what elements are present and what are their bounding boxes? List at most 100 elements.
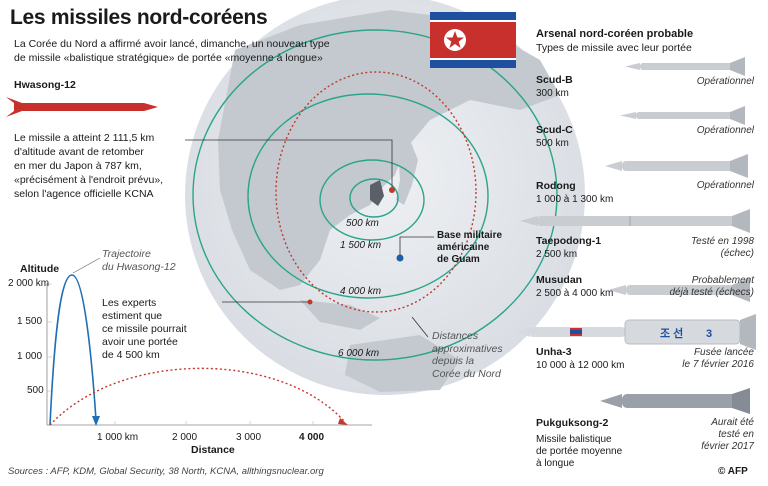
intro-line-1: La Corée du Nord a affirmé avoir lancé, … — [14, 38, 330, 50]
svg-text:조 선: 조 선 — [660, 326, 683, 340]
distances-note: Distances approximatives depuis la Corée… — [432, 330, 503, 380]
rodong-missile — [605, 154, 748, 178]
missile-status: Fusée lancée le 7 février 2016 — [640, 347, 754, 371]
distances-note-line: Distances — [432, 330, 479, 342]
missile-status: Opérationnel — [696, 125, 754, 136]
missile-status: Testé en 1998 (échec) — [640, 236, 754, 260]
indonesia-land — [300, 300, 380, 330]
hwasong-note: Le missile a atteint 2 111,5 km d'altitu… — [14, 131, 163, 201]
musudan-missile — [608, 278, 750, 302]
guam-label-line: de Guam — [437, 254, 480, 265]
taepodong-1-missile — [520, 209, 750, 233]
missile-name: Musudan — [536, 274, 583, 286]
desc-line: à longue — [536, 458, 575, 469]
range-point — [307, 299, 313, 305]
status-line: Testé en 1998 — [690, 236, 754, 247]
experts-note-line: de 4 500 km — [102, 349, 160, 361]
status-line: Probablement — [691, 275, 754, 286]
hwasong-leader — [185, 139, 393, 187]
ytick: 2 000 km — [8, 278, 50, 289]
trajectory-label-line: du Hwasong-12 — [102, 260, 176, 273]
desc-line: Missile balistique — [536, 434, 612, 445]
status-line: déjà testé (échecs) — [669, 287, 755, 298]
hwasong12-missile — [6, 97, 158, 117]
experts-note-line: estiment que — [102, 310, 163, 322]
xtick: 4 000 — [299, 432, 325, 443]
korea-land — [370, 180, 384, 206]
missile-range: 1 000 à 1 300 km — [536, 194, 614, 205]
status-line: Fusée lancée — [693, 347, 754, 358]
missile-status: Opérationnel — [696, 76, 754, 87]
ring-6000 — [192, 29, 558, 361]
hwasong-trajectory — [49, 274, 97, 426]
missile-status: Opérationnel — [696, 180, 754, 191]
missile-name: Pukguksong-2 — [536, 417, 609, 429]
impact-point — [389, 187, 395, 193]
ring-label-500: 500 km — [346, 218, 379, 229]
pukguksong-desc: Missile balistique de portée moyenne à l… — [536, 434, 622, 470]
asia-landmass — [218, 10, 560, 290]
trajectory-label-line: Trajectoire — [102, 248, 151, 260]
distances-note-line: Corée du Nord — [432, 367, 501, 380]
xtick: 1 000 km — [97, 432, 139, 443]
ring-hwasong-range — [275, 71, 477, 313]
distances-note-line: approximatives — [432, 342, 503, 355]
arsenal-subtitle: Types de missile avec leur portée — [536, 42, 692, 54]
ytick: 1 500 — [17, 316, 43, 327]
svg-text:3: 3 — [706, 328, 712, 340]
altitude-axis-label: Altitude — [20, 263, 60, 275]
pukguksong-2-missile — [600, 388, 750, 414]
arsenal-missiles: 조 선 3 — [518, 57, 756, 414]
scud-b-missile — [625, 57, 745, 76]
status-line: février 2017 — [701, 441, 754, 452]
experts-note-line: avoir une portée — [102, 336, 178, 348]
status-line: Aurait été — [711, 417, 754, 428]
missile-name: Rodong — [536, 180, 576, 192]
guam-label: Base militaire américaine de Guam — [437, 230, 502, 266]
intro-line-2: de missile «balistique stratégique» de p… — [14, 52, 323, 64]
ring-1500 — [319, 159, 425, 241]
missile-range: 2 500 à 4 000 km — [536, 288, 614, 299]
unha-3-rocket: 조 선 3 — [518, 314, 756, 350]
missile-name: Unha-3 — [536, 346, 572, 358]
experts-note-line: Les experts — [102, 297, 157, 309]
ring-label-4000: 4 000 km — [340, 286, 382, 297]
ring-4000 — [247, 93, 489, 299]
guam-label-line: américaine — [437, 242, 490, 253]
experts-note-line: ce missile pourrait — [102, 323, 187, 335]
status-line: le 7 février 2016 — [682, 359, 754, 370]
nk-flag — [430, 12, 516, 68]
desc-line: de portée moyenne — [536, 446, 623, 457]
missile-name: Taepodong-1 — [536, 235, 602, 247]
missile-name: Scud-B — [536, 74, 573, 86]
page-title: Les missiles nord-coréens — [10, 6, 268, 29]
distance-note-leader — [411, 316, 429, 338]
ytick: 1 000 — [17, 351, 43, 362]
estimated-range-arc — [49, 367, 346, 426]
hwasong-label: Hwasong-12 — [14, 79, 76, 91]
guam-point — [396, 254, 404, 262]
intro-text: La Corée du Nord a affirmé avoir lancé, … — [14, 37, 354, 65]
hwasong-note-line: selon l'agence officielle KCNA — [14, 188, 154, 200]
missile-range: 300 km — [536, 88, 569, 99]
ytick: 500 — [27, 385, 44, 396]
missile-status: Aurait été testé en février 2017 — [640, 417, 754, 453]
distance-axis-label: Distance — [191, 444, 235, 456]
arsenal-title: Arsenal nord-coréen probable — [536, 28, 694, 40]
guam-label-line: Base militaire — [437, 230, 503, 241]
missile-range: 2 500 km — [536, 249, 578, 260]
missile-name: Scud-C — [536, 124, 573, 136]
trajectory-label: Trajectoire du Hwasong-12 — [102, 248, 176, 273]
scud-c-missile — [620, 106, 745, 125]
afp-credit: © AFP — [718, 466, 748, 477]
hwasong-note-line: Le missile a atteint 2 111,5 km — [14, 132, 155, 144]
missile-range: 10 000 à 12 000 km — [536, 360, 625, 371]
ring-label-6000: 6 000 km — [338, 348, 380, 359]
ring-500 — [349, 178, 399, 218]
xtick: 3 000 — [236, 432, 262, 443]
guam-leader — [399, 236, 434, 255]
hwasong-note-line: d'altitude avant de retomber — [14, 146, 144, 158]
sources: Sources : AFP, KDM, Global Security, 38 … — [8, 466, 324, 477]
xtick: 2 000 — [172, 432, 198, 443]
